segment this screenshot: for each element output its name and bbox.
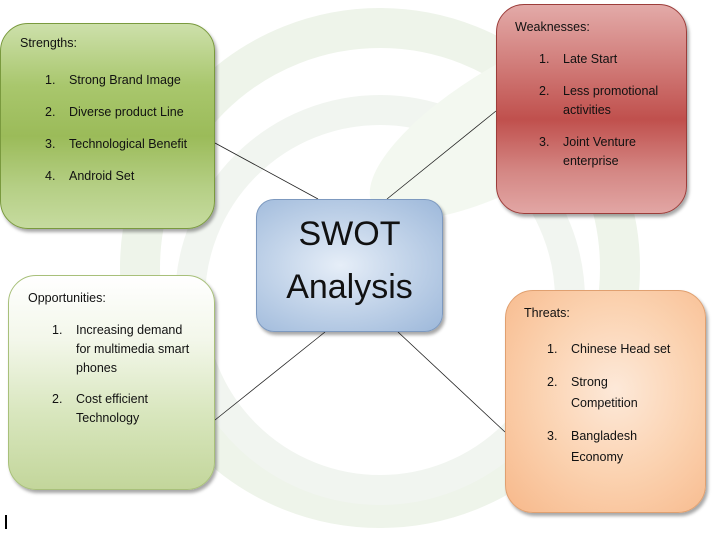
list-item: 1. Chinese Head set	[547, 339, 697, 360]
connector-threats	[397, 331, 506, 433]
threats-title: Threats:	[524, 306, 570, 320]
swot-center-box: SWOT Analysis	[256, 199, 443, 332]
opportunities-title: Opportunities:	[28, 291, 106, 305]
strengths-list: 1. Strong Brand Image 2. Diverse product L…	[45, 64, 210, 192]
connector-weaknesses	[386, 110, 497, 200]
item-number: 1.	[45, 73, 56, 87]
list-item: 2. Strong Competition	[547, 372, 697, 414]
item-text: Strong Competition	[571, 375, 638, 410]
item-number: 2.	[45, 105, 56, 119]
list-item: 3. Bangladesh Economy	[547, 426, 697, 468]
center-title-line2: Analysis	[286, 268, 413, 306]
list-item: 2. Less promotional activities	[539, 82, 669, 120]
text-cursor	[5, 515, 7, 529]
item-text: Late Start	[563, 52, 618, 66]
item-number: 3.	[45, 137, 56, 151]
list-item: 1. Late Start	[539, 50, 669, 69]
item-number: 2.	[52, 392, 63, 406]
item-text: Strong Brand Image	[69, 73, 181, 87]
center-title-line1: SWOT	[298, 215, 401, 253]
item-text: Technological Benefit	[69, 137, 188, 151]
item-text: Bangladesh Economy	[571, 429, 638, 464]
list-item: 2. Cost efficient Technology	[52, 390, 192, 428]
weaknesses-list: 1. Late Start 2. Less promotional activiti…	[539, 50, 669, 171]
item-number: 4.	[45, 169, 56, 183]
weaknesses-box: Weaknesses: 1. Late Start 2. Less promotio…	[496, 4, 687, 214]
list-item: 4. Android Set	[45, 160, 210, 192]
item-number: 1.	[539, 52, 550, 66]
opportunities-box: Opportunities: 1. Increasing demand for m…	[8, 275, 215, 490]
item-text: Increasing demand for multimedia smart p…	[76, 323, 190, 375]
list-item: 2. Diverse product Line	[45, 96, 210, 128]
item-text: Diverse product Line	[69, 105, 184, 119]
list-item: 1. Increasing demand for multimedia smart…	[52, 321, 192, 378]
item-text: Less promotional activities	[563, 84, 659, 117]
item-number: 3.	[547, 429, 558, 443]
strengths-title: Strengths:	[20, 36, 77, 50]
weaknesses-title: Weaknesses:	[515, 20, 590, 34]
strengths-box: Strengths: 1. Strong Brand Image 2. Divers…	[0, 23, 215, 229]
opportunities-list: 1. Increasing demand for multimedia smart…	[52, 321, 192, 428]
list-item: 3. Joint Venture enterprise	[539, 133, 669, 171]
list-item: 1. Strong Brand Image	[45, 64, 210, 96]
item-number: 2.	[547, 375, 558, 389]
item-text: Android Set	[69, 169, 135, 183]
list-item: 3. Technological Benefit	[45, 128, 210, 160]
item-number: 3.	[539, 135, 550, 149]
item-text: Chinese Head set	[571, 342, 671, 356]
item-number: 2.	[539, 84, 550, 98]
item-text: Joint Venture enterprise	[563, 135, 636, 168]
item-number: 1.	[547, 342, 558, 356]
item-number: 1.	[52, 323, 63, 337]
item-text: Cost efficient Technology	[76, 392, 149, 425]
threats-box: Threats: 1. Chinese Head set 2. Strong Com…	[505, 290, 706, 513]
connector-strengths	[214, 142, 319, 200]
connector-opportunities	[214, 331, 326, 421]
threats-list: 1.Chinese Head set 2.Strong Competition …	[547, 339, 697, 468]
